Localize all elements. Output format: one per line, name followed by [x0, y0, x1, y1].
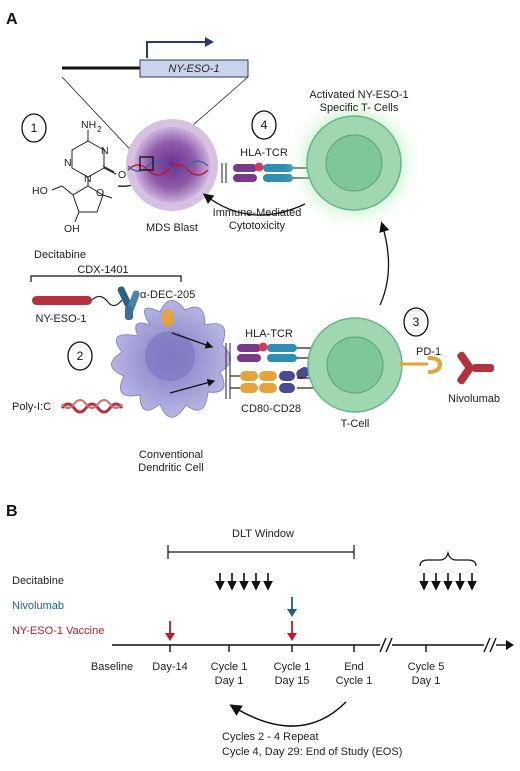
timepoint-day-14: Day-14: [152, 661, 187, 673]
ring-n-1: N: [101, 145, 109, 157]
tcell: [307, 317, 403, 413]
poly-ic-label: Poly-I:C: [12, 401, 51, 413]
mds-blast-cell: [126, 119, 218, 211]
ring-n-3: N: [84, 173, 92, 185]
nh2-label: NH: [81, 119, 96, 131]
dlt-window-bracket: [167, 545, 355, 559]
vaccine-dose-day-15: [287, 621, 297, 641]
carbonyl-o: O: [118, 169, 126, 181]
timepoint-c1d15-line2: Day 15: [275, 675, 310, 687]
timepoint-baseline: Baseline: [91, 661, 133, 673]
ring-n-2: N: [64, 157, 72, 169]
pd1-label: PD-1: [416, 346, 441, 358]
cytotoxicity-arrow: [202, 193, 306, 216]
svg-text:1: 1: [31, 121, 38, 135]
svg-text:4: 4: [261, 118, 268, 132]
cycle5-bracket: [419, 550, 477, 567]
promoter-arrow-icon: [205, 37, 214, 47]
cytotoxicity-line-1: Immune-Mediated: [213, 207, 302, 219]
ny-eso-protein-label: NY-ESO-1: [36, 313, 87, 325]
mds-blast-label: MDS Blast: [146, 222, 198, 234]
repeat-cycle-arrow: [229, 701, 347, 727]
cytotoxicity-line-2: Cytotoxicity: [229, 220, 286, 232]
oh-label: OH: [64, 223, 80, 235]
tcell-activation-arrow: [379, 221, 390, 306]
timepoint-c5d1-line2: Day 1: [412, 675, 441, 687]
decitabine-doses-cycle1: [215, 573, 273, 591]
dendritic-cell: [111, 300, 231, 418]
cdx-bracket: [30, 275, 182, 282]
svg-text:2: 2: [77, 349, 84, 363]
activated-tcell: [284, 93, 424, 233]
poly-ic-arrow: [169, 378, 216, 394]
row-label-decitabine: Decitabine: [12, 575, 64, 587]
dendritic-line-1: Conventional: [139, 449, 203, 461]
timepoint-c1d1-line2: Day 1: [215, 675, 244, 687]
pd1-receptor: [400, 356, 443, 374]
activated-cells-line-1: Activated NY-ESO-1: [309, 89, 408, 101]
cdx-label: CDX-1401: [77, 264, 128, 276]
poly-ic-strand: [60, 402, 124, 414]
svg-text:3: 3: [413, 315, 420, 329]
dlt-window-label: DLT Window: [232, 528, 294, 540]
gene-label: NY-ESO-1: [168, 63, 219, 75]
cd80-cd28-complex: [230, 367, 320, 393]
nh2-subscript: 2: [97, 125, 102, 134]
ring-o: O: [96, 187, 104, 199]
decitabine-doses-cycle5: [419, 573, 477, 591]
hla-tcr-bottom-label: HLA-TCR: [245, 328, 293, 340]
step-marker-4: 4: [251, 110, 277, 140]
row-label-vaccine: NY-ESO-1 Vaccine: [12, 625, 104, 637]
panel-b-label: B: [6, 503, 18, 520]
decitabine-label: Decitabine: [34, 249, 86, 261]
timepoint-c1d15-line1: Cycle 1: [274, 661, 311, 673]
timeline-axis: [112, 637, 514, 653]
timepoint-c1d1-line1: Cycle 1: [211, 661, 248, 673]
step-marker-3: 3: [403, 307, 429, 337]
hla-tcr-complex-bottom: [225, 342, 320, 399]
step-marker-2: 2: [67, 341, 93, 371]
panel-a-label: A: [6, 11, 18, 28]
repeat-note: Cycles 2 - 4 Repeat: [222, 731, 319, 743]
timepoint-end-line1: End: [344, 661, 364, 673]
gene-construct: NY-ESO-1: [61, 37, 249, 162]
timepoint-c5d1-line1: Cycle 5: [408, 661, 445, 673]
eos-note: Cycle 4, Day 29: End of Study (EOS): [222, 746, 402, 758]
cdx-construct: [32, 286, 140, 320]
hla-tcr-top-label: HLA-TCR: [240, 147, 288, 159]
antigen-arrow: [171, 332, 214, 349]
poly-ic-strand-2: [61, 399, 123, 409]
ho-label: HO: [32, 185, 48, 197]
row-label-nivolumab: Nivolumab: [12, 600, 64, 612]
decitabine-structure: [51, 130, 117, 223]
cd80-label: CD80-CD28: [241, 403, 301, 415]
activated-cells-line-2: Specific T- Cells: [320, 102, 399, 114]
alpha-dec-label: α-DEC-205: [140, 289, 195, 301]
step-marker-1: 1: [21, 113, 47, 143]
vaccine-dose-day-14: [165, 621, 175, 641]
dendritic-line-2: Dendritic Cell: [138, 462, 203, 474]
nivolumab-antibody-icon: [457, 351, 494, 385]
tcell-label: T-Cell: [341, 418, 370, 430]
timepoint-end-line2: Cycle 1: [336, 675, 373, 687]
nivolumab-dose-arrow: [287, 597, 297, 617]
nivolumab-label: Nivolumab: [448, 393, 500, 405]
